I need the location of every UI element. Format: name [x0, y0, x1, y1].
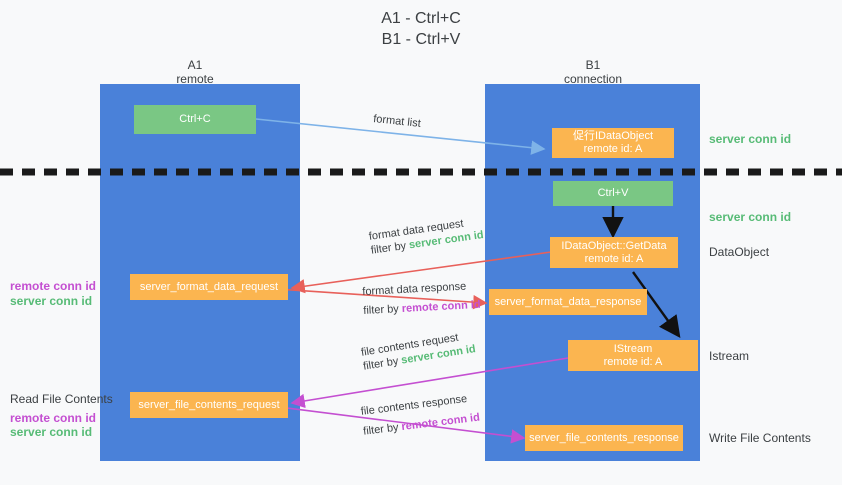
label-format-server-conn-id: server conn id	[10, 294, 93, 308]
node-server-format-data-request-label: server_format_data_request	[139, 280, 279, 293]
edge-label-format-data-response-line-2: filter by remote conn id	[363, 298, 481, 318]
edge-label-format-data-request-prefix: filter by	[370, 239, 410, 257]
title-line-2: B1 - Ctrl+V	[381, 31, 461, 48]
node-idataobject[interactable]: 促行IDataObject remote id: A	[552, 128, 674, 158]
node-istream-line-2: remote id: A	[603, 355, 663, 368]
node-server-format-data-request[interactable]: server_format_data_request	[130, 274, 288, 300]
edge-label-file-contents-response: file contents response filter by remote …	[360, 391, 481, 439]
node-ctrl-v[interactable]: Ctrl+V	[553, 181, 673, 206]
node-getdata-line-2: remote id: A	[584, 252, 644, 265]
label-file-server-conn-id: server conn id	[10, 425, 93, 439]
node-server-format-data-response[interactable]: server_format_data_response	[489, 289, 647, 315]
column-header-b1: B1 connection	[528, 58, 658, 86]
node-server-format-data-response-label: server_format_data_response	[494, 295, 642, 308]
label-istream: Istream	[709, 349, 750, 363]
edge-label-format-data-response-line-1: format data response	[362, 280, 467, 298]
edge-label-file-contents-response-value: remote conn id	[400, 411, 481, 434]
label-dataobject: DataObject	[709, 245, 770, 259]
node-istream[interactable]: IStream remote id: A	[568, 340, 698, 371]
edge-label-format-data-response-prefix: filter by	[363, 302, 403, 317]
column-header-a1: A1 remote	[130, 58, 260, 86]
edge-label-format-data-response: format data response filter by remote co…	[362, 279, 481, 318]
column-a1-subtitle: remote	[176, 72, 214, 86]
title-line-1: A1 - Ctrl+C	[381, 10, 461, 27]
label-server-conn-id-mid: server conn id	[709, 210, 792, 224]
node-getdata[interactable]: IDataObject::GetData remote id: A	[550, 237, 678, 268]
node-ctrl-c-label: Ctrl+C	[179, 113, 211, 125]
edge-label-file-contents-request: file contents request filter by server c…	[360, 328, 477, 373]
node-istream-line-1: IStream	[613, 342, 653, 355]
column-a1-title: A1	[187, 58, 203, 72]
label-file-remote-conn-id: remote conn id	[10, 411, 97, 425]
node-server-file-contents-request-label: server_file_contents_request	[138, 398, 280, 411]
label-read-file-contents: Read File Contents	[10, 392, 113, 406]
node-server-file-contents-response-label: server_file_contents_response	[529, 431, 679, 444]
node-ctrl-v-label: Ctrl+V	[597, 187, 629, 199]
label-format-remote-conn-id: remote conn id	[10, 279, 97, 293]
label-server-conn-id-top: server conn id	[709, 132, 792, 146]
node-server-file-contents-response[interactable]: server_file_contents_response	[525, 425, 683, 451]
node-getdata-line-1: IDataObject::GetData	[561, 239, 667, 252]
edge-label-format-list: format list	[372, 112, 422, 130]
edge-label-file-contents-response-prefix: filter by	[362, 421, 403, 438]
node-ctrl-c[interactable]: Ctrl+C	[134, 105, 256, 134]
edge-label-format-data-response-value: remote conn id	[401, 298, 481, 315]
node-idataobject-line-2: remote id: A	[583, 143, 643, 155]
label-write-file-contents: Write File Contents	[709, 431, 811, 445]
node-idataobject-line-1: 促行IDataObject	[572, 130, 654, 142]
column-b1-subtitle: connection	[563, 72, 623, 86]
edge-label-format-data-request: format data request filter by server con…	[368, 214, 485, 258]
column-b1-title: B1	[585, 58, 601, 72]
page-title: A1 - Ctrl+C B1 - Ctrl+V	[0, 8, 842, 50]
node-server-file-contents-request[interactable]: server_file_contents_request	[130, 392, 288, 418]
